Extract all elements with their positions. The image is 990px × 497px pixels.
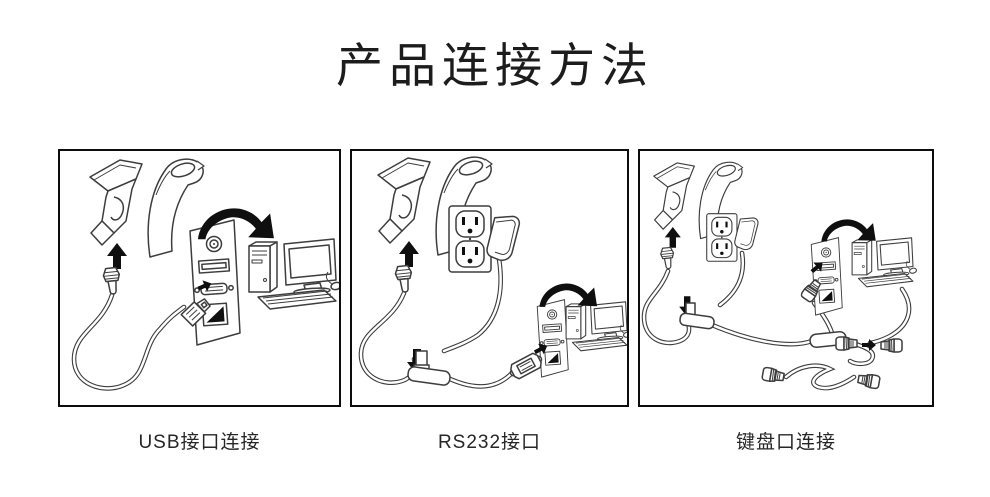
power-adapter-icon [733, 215, 760, 252]
usb-connection-diagram [71, 158, 339, 391]
power-junction-icon [407, 350, 451, 386]
keyboard-connection-diagram [641, 161, 918, 391]
desktop-computer-icon [248, 238, 339, 310]
wall-outlet-icon [448, 205, 492, 273]
db9-connector-icon [506, 350, 546, 382]
caption-rs232: RS232接口 [437, 432, 542, 453]
wall-outlet-icon [706, 213, 738, 262]
up-arrow-icon [399, 241, 419, 267]
desktop-computer-icon [565, 301, 627, 352]
power-junction-icon [679, 302, 715, 330]
up-arrow-icon [664, 227, 681, 248]
caption-usb: USB接口连接 [138, 432, 261, 453]
panel-rs232-connection [350, 149, 629, 407]
page-title: 产品连接方法 [336, 39, 654, 92]
scanner-pair-icon [89, 158, 205, 258]
desktop-computer-icon [851, 237, 918, 288]
panel-usb-connection [58, 149, 341, 407]
panel-keyboard-connection [638, 149, 934, 407]
cable-plug-icon [393, 264, 415, 294]
rs232-connection-diagram [358, 156, 627, 389]
cable-plug-icon [659, 246, 676, 270]
up-arrow-icon [107, 243, 127, 269]
ps2-connector-pair-icon [835, 336, 903, 353]
computer-io-panel-icon [536, 299, 569, 378]
caption-keyboard: 键盘口连接 [735, 432, 836, 453]
rotate-arrow-icon [821, 219, 876, 242]
computer-io-panel-icon [810, 237, 843, 316]
cable-plug-icon [101, 266, 123, 296]
usb-plug-icon [180, 298, 211, 327]
computer-io-panel-icon [189, 219, 241, 346]
